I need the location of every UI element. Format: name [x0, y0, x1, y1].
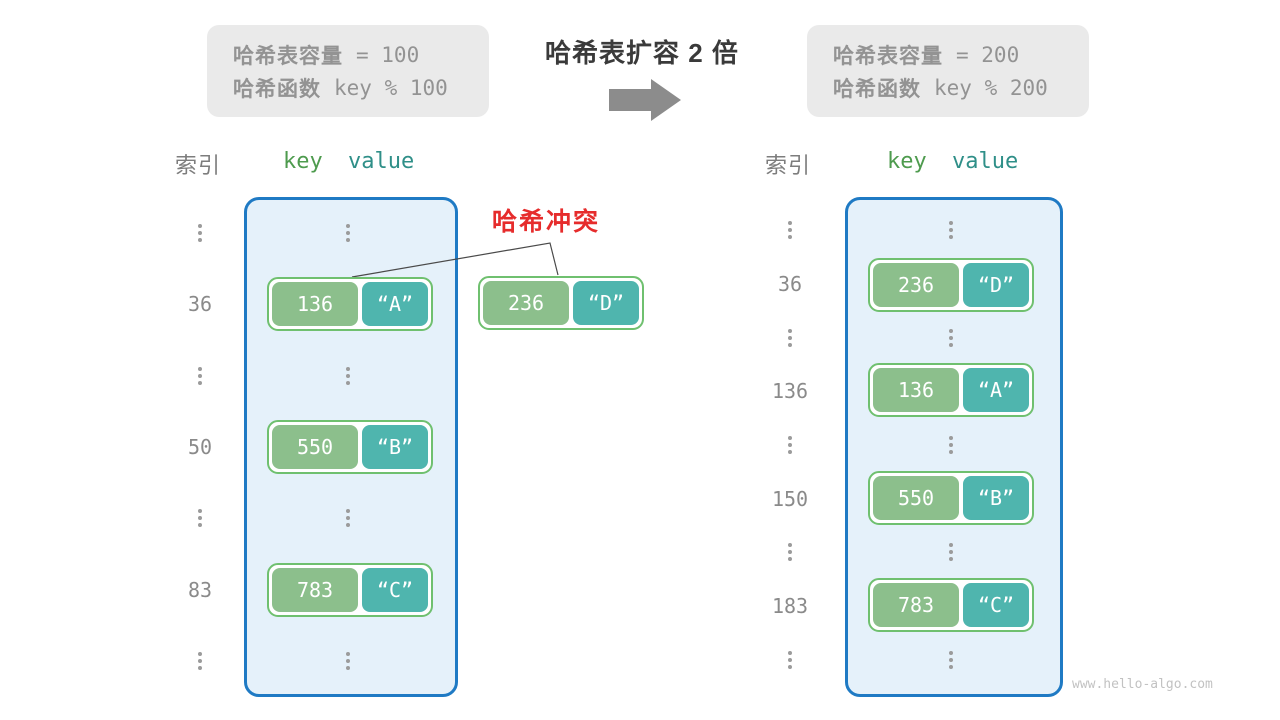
index-label: 83 [187, 578, 213, 602]
collision-kv-pair: 236 “D” [478, 276, 644, 330]
vertical-ellipsis-icon [346, 652, 350, 656]
kv-pair: 136 “A” [868, 363, 1034, 417]
vertical-ellipsis-icon [198, 367, 202, 371]
hash-function-line: 哈希函数 key % 100 [233, 71, 489, 104]
index-label: 50 [187, 435, 213, 459]
index-column-header: 索引 [175, 153, 222, 178]
collision-label: 哈希冲突 [492, 208, 601, 236]
capacity-info-box-after: 哈希表容量 = 200 哈希函数 key % 200 [807, 25, 1089, 117]
key-cell: 783 [873, 583, 959, 627]
kv-pair: 783 “C” [267, 563, 433, 617]
value-cell: “C” [963, 583, 1029, 627]
vertical-ellipsis-icon [198, 652, 202, 656]
vertical-ellipsis-icon [346, 367, 350, 371]
value-column-header: value [348, 149, 415, 174]
index-label: 36 [777, 272, 803, 296]
value-cell: “A” [963, 368, 1029, 412]
value-column-header: value [952, 149, 1019, 174]
key-cell: 783 [272, 568, 358, 612]
value-cell: “B” [963, 476, 1029, 520]
vertical-ellipsis-icon [788, 329, 792, 333]
vertical-ellipsis-icon [198, 224, 202, 228]
key-column-header: key [283, 149, 323, 174]
hash-function-label: 哈希函数 [833, 77, 921, 101]
capacity-label: 哈希表容量 [833, 44, 943, 68]
hash-function-value: key % 100 [334, 75, 448, 100]
kv-pair: 136 “A” [267, 277, 433, 331]
vertical-ellipsis-icon [949, 436, 953, 440]
vertical-ellipsis-icon [949, 221, 953, 225]
capacity-info-box-before: 哈希表容量 = 100 哈希函数 key % 100 [207, 25, 489, 117]
capacity-line: 哈希表容量 = 200 [833, 38, 1089, 71]
key-cell: 136 [272, 282, 358, 326]
vertical-ellipsis-icon [346, 509, 350, 513]
value-cell: “B” [362, 425, 428, 469]
kv-pair: 550 “B” [868, 471, 1034, 525]
vertical-ellipsis-icon [788, 436, 792, 440]
key-cell: 550 [272, 425, 358, 469]
index-label: 183 [771, 594, 809, 618]
vertical-ellipsis-icon [346, 224, 350, 228]
kv-pair: 550 “B” [267, 420, 433, 474]
value-cell: “A” [362, 282, 428, 326]
index-label: 150 [771, 487, 809, 511]
vertical-ellipsis-icon [949, 329, 953, 333]
capacity-label: 哈希表容量 [233, 44, 343, 68]
capacity-line: 哈希表容量 = 100 [233, 38, 489, 71]
vertical-ellipsis-icon [949, 651, 953, 655]
vertical-ellipsis-icon [788, 221, 792, 225]
index-label: 136 [771, 379, 809, 403]
watermark: www.hello-algo.com [1072, 677, 1213, 692]
transition-title: 哈希表扩容 2 倍 [545, 38, 739, 68]
key-cell: 236 [483, 281, 569, 325]
vertical-ellipsis-icon [949, 543, 953, 547]
value-cell: “C” [362, 568, 428, 612]
right-block-arrow-icon [609, 79, 681, 121]
key-cell: 550 [873, 476, 959, 520]
index-label: 36 [187, 292, 213, 316]
key-cell: 136 [873, 368, 959, 412]
kv-pair: 783 “C” [868, 578, 1034, 632]
kv-pair: 236 “D” [868, 258, 1034, 312]
value-cell: “D” [963, 263, 1029, 307]
hash-function-line: 哈希函数 key % 200 [833, 71, 1089, 104]
capacity-value: = 100 [356, 42, 420, 67]
vertical-ellipsis-icon [788, 543, 792, 547]
hash-function-label: 哈希函数 [233, 77, 321, 101]
key-cell: 236 [873, 263, 959, 307]
vertical-ellipsis-icon [788, 651, 792, 655]
key-column-header: key [887, 149, 927, 174]
vertical-ellipsis-icon [198, 509, 202, 513]
index-column-header: 索引 [765, 153, 812, 178]
hash-function-value: key % 200 [934, 75, 1048, 100]
capacity-value: = 200 [956, 42, 1020, 67]
value-cell: “D” [573, 281, 639, 325]
